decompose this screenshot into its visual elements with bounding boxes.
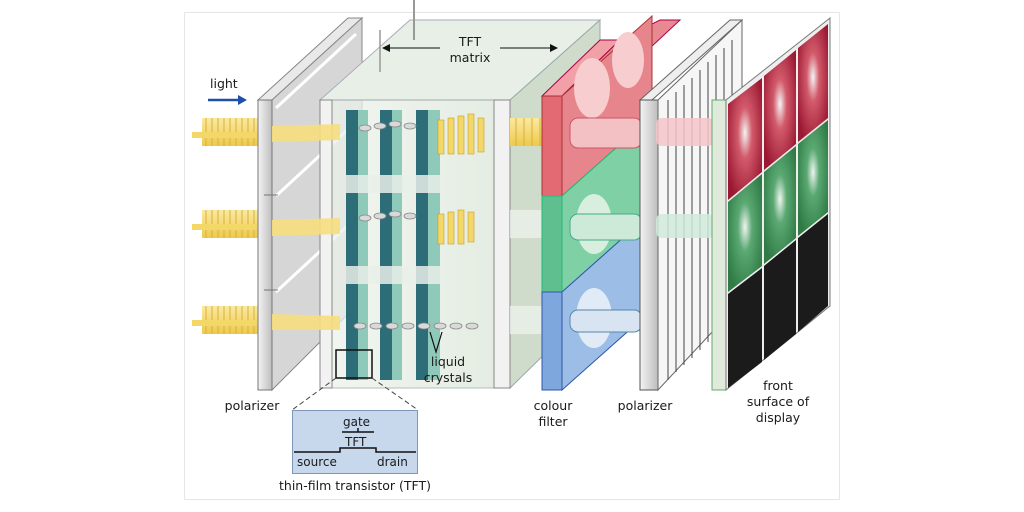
middle-light-beams: [510, 118, 546, 334]
tft-inset-panel: gate TFT source drain: [292, 410, 418, 474]
polarizer-right-label: polarizer: [617, 398, 673, 413]
tft-matrix-label-line1: TFT: [458, 34, 482, 49]
drain-label: drain: [377, 455, 408, 469]
incoming-light-beams: [192, 118, 272, 334]
front-surface-label-line3: display: [755, 410, 801, 425]
colour-filter-label-line1: colour: [533, 398, 573, 413]
light-label: light: [210, 76, 238, 91]
colour-filter: [540, 14, 682, 392]
source-label: source: [297, 455, 337, 469]
front-surface-label-line1: front: [763, 378, 793, 393]
liquid-crystals-label-line2: crystals: [423, 370, 473, 385]
colour-filter-label-line2: filter: [538, 414, 568, 429]
liquid-crystals-label-line1: liquid: [430, 354, 466, 369]
polarizer-left-label: polarizer: [224, 398, 280, 413]
front-surface-label-line2: surface of: [746, 394, 810, 409]
gate-label: gate: [343, 415, 371, 429]
tft-matrix-label-line2: matrix: [449, 50, 491, 65]
tft-inset-label: TFT: [345, 435, 367, 449]
front-surface-display: [711, 16, 831, 392]
light-arrow: [208, 95, 247, 105]
tft-schematic: [294, 428, 416, 453]
thin-film-transistor-label: thin-film transistor (TFT): [278, 478, 432, 493]
